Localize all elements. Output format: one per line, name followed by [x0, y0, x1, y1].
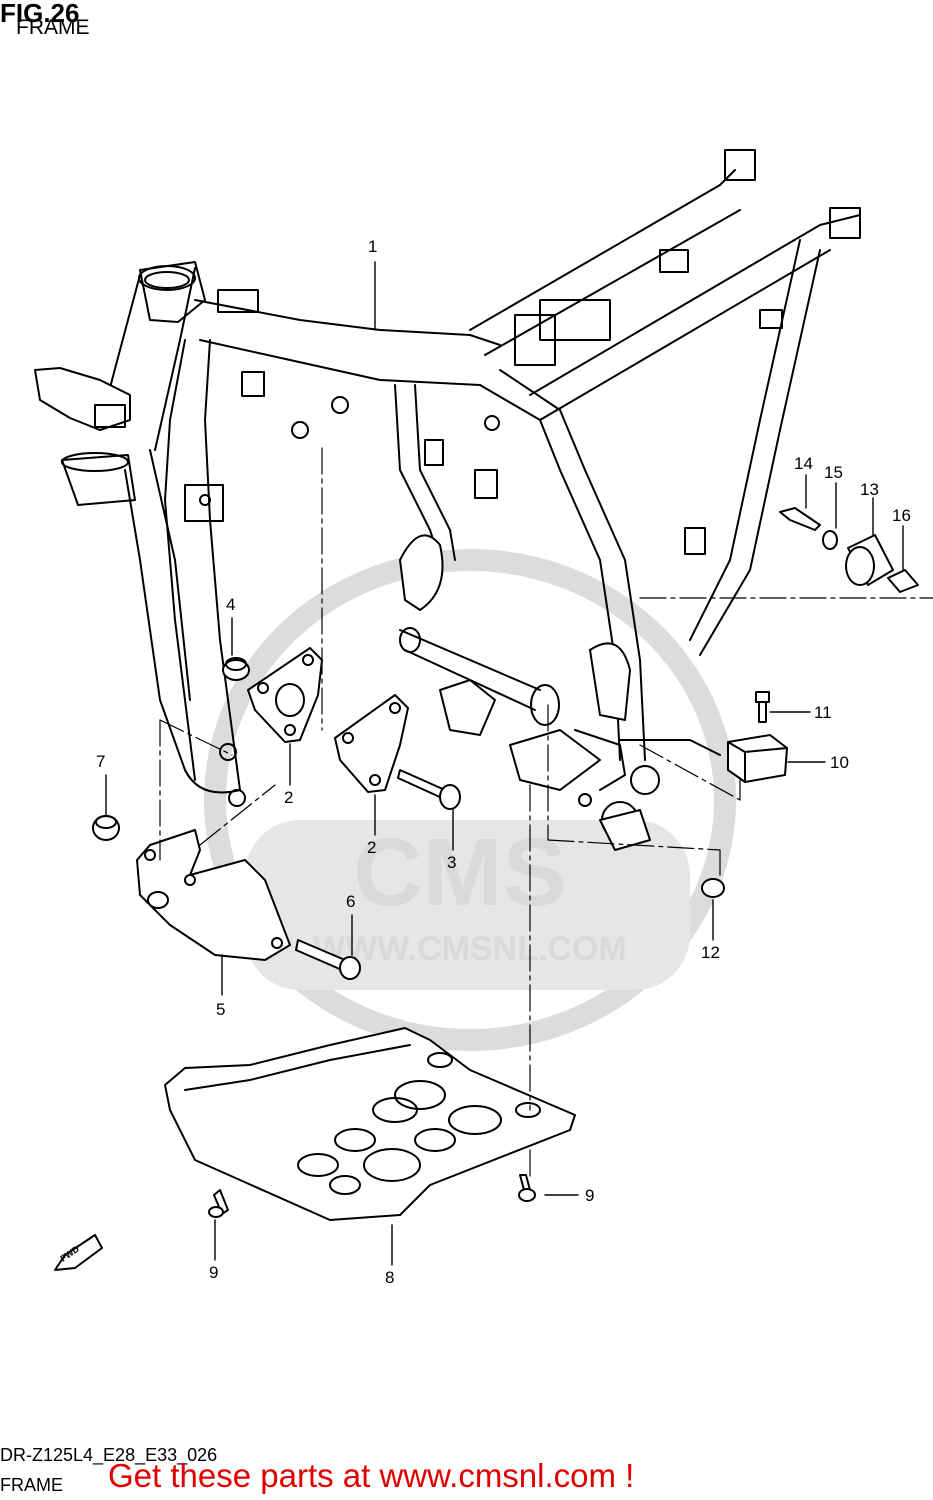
skid-plate-part-8	[164, 1027, 576, 1221]
label-part-10: 10	[830, 753, 849, 772]
guide-lines	[159, 447, 933, 1181]
label-part-9b: 9	[585, 1186, 594, 1205]
nut-part-7	[92, 815, 120, 841]
part-labels: 1 2 2 3 4 5 6 7 8 9 9 10 11 12 13 14 15 …	[58, 237, 911, 1287]
buy-parts-link[interactable]: Get these parts at www.cmsnl.com !	[108, 1457, 635, 1494]
label-part-4: 4	[226, 595, 235, 614]
nut-part-12	[701, 878, 725, 898]
label-part-13: 13	[860, 480, 879, 499]
bracket-part-5	[136, 829, 291, 961]
label-part-2b: 2	[367, 838, 376, 857]
section-name: FRAME	[0, 1475, 63, 1495]
bushing-part-16	[887, 569, 919, 593]
bolt-part-9-left	[208, 1189, 229, 1218]
figure-number: FIG.26	[0, 0, 80, 28]
engine-mount-plate-right	[334, 694, 409, 793]
figure-subtitle: FRAME	[16, 16, 90, 39]
label-part-14: 14	[794, 454, 813, 473]
label-part-16: 16	[892, 506, 911, 525]
label-part-12: 12	[701, 943, 720, 962]
bolt-part-3	[397, 769, 461, 810]
label-part-5: 5	[216, 1000, 225, 1019]
label-part-15: 15	[824, 463, 843, 482]
bolt-part-11	[755, 691, 770, 723]
label-part-9a: 9	[209, 1263, 218, 1282]
fwd-arrow-icon	[54, 1234, 103, 1271]
rubber-part-10	[727, 734, 788, 783]
label-part-6: 6	[346, 892, 355, 911]
label-part-8: 8	[385, 1268, 394, 1287]
label-part-1: 1	[368, 237, 377, 256]
washer-part-15	[822, 530, 838, 550]
main-frame	[34, 149, 861, 851]
collar-part-13	[845, 534, 894, 586]
engine-mount-plate-left	[247, 647, 323, 743]
model-code: DR-Z125L4_E28_E33_026	[0, 1445, 218, 1465]
watermark-url: WWW.CMSNL.COM	[313, 930, 627, 968]
bolt-part-9-right	[518, 1174, 536, 1202]
leader-lines	[105, 261, 904, 1266]
bolt-part-6	[295, 939, 361, 980]
nut-part-4	[222, 657, 250, 681]
bolt-part-14	[779, 507, 821, 531]
label-part-7: 7	[96, 752, 105, 771]
label-part-2a: 2	[284, 788, 293, 807]
watermark-brand: CMS	[353, 819, 566, 926]
label-part-3: 3	[447, 853, 456, 872]
label-part-11: 11	[814, 703, 832, 722]
watermark: CMS WWW.CMSNL.COM	[204, 549, 736, 1051]
